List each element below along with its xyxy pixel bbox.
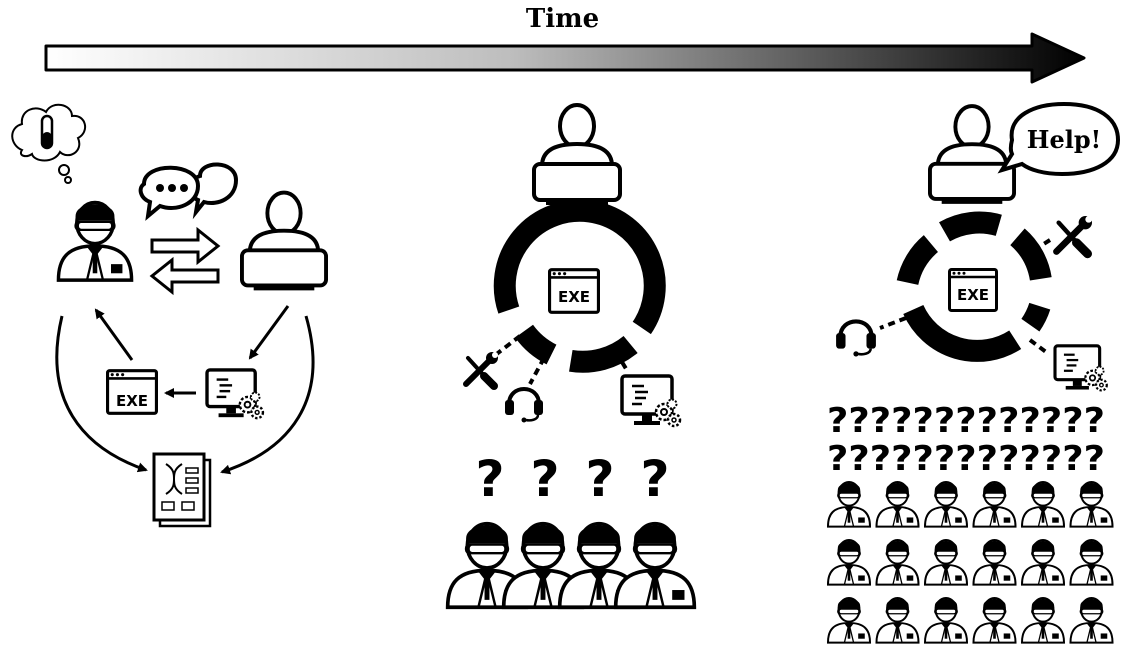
scientist-icon — [876, 482, 918, 527]
scientist-icon — [925, 482, 967, 527]
right-panel: Help! EXE ????????????? ????????????? — [827, 104, 1118, 643]
scientist-icon — [1070, 540, 1112, 585]
exe-label: EXE — [957, 286, 989, 304]
left-panel: EXE — [12, 105, 326, 526]
right-questions: ????????????? ????????????? — [827, 401, 1105, 479]
scientist-icon — [925, 598, 967, 643]
developer-laptop-icon — [930, 106, 1014, 204]
chat-bubbles-icon — [141, 164, 236, 216]
scientist-icon — [1070, 482, 1112, 527]
tools-icon — [1056, 216, 1092, 254]
scientist-icon — [616, 524, 695, 608]
question-mark: ? — [475, 450, 504, 508]
document-dna-icon — [154, 454, 210, 526]
scientist-icon — [1022, 598, 1064, 643]
time-arrow — [46, 34, 1084, 82]
scientist-icon — [1070, 598, 1112, 643]
scientist-icon — [876, 598, 918, 643]
thought-cloud-icon — [12, 105, 85, 183]
help-text: Help! — [1027, 125, 1101, 154]
question-row: ????????????? — [827, 401, 1105, 441]
scientist-icon — [828, 598, 870, 643]
scientist-icon — [828, 540, 870, 585]
question-mark: ? — [640, 450, 669, 508]
monitor-gear-icon — [622, 376, 680, 426]
exe-label: EXE — [116, 392, 148, 410]
developer-laptop-icon — [534, 105, 620, 205]
scientist-icon — [973, 540, 1015, 585]
scientist-crowd — [828, 482, 1113, 643]
middle-questions: ? ? ? ? — [475, 450, 669, 508]
scientist-icon — [1022, 540, 1064, 585]
monitor-gear-icon — [1055, 346, 1107, 391]
question-row: ????????????? — [827, 439, 1105, 479]
workflow-arrows — [57, 306, 313, 472]
question-mark: ? — [530, 450, 559, 508]
question-mark: ? — [585, 450, 614, 508]
scientist-icon — [1022, 482, 1064, 527]
developer-laptop-icon — [242, 193, 326, 291]
scientist-icon — [925, 540, 967, 585]
middle-panel: EXE ? ? ? ? — [448, 105, 695, 607]
scientist-group — [448, 524, 695, 608]
tools-icon — [466, 352, 498, 386]
exchange-arrows-icon — [152, 230, 218, 292]
scientist-icon — [973, 482, 1015, 527]
monitor-gear-icon — [207, 370, 263, 418]
scientist-icon — [973, 598, 1015, 643]
exe-label: EXE — [558, 288, 590, 306]
help-bubble: Help! — [1002, 104, 1118, 174]
scientist-icon — [876, 540, 918, 585]
headset-icon — [505, 389, 543, 423]
scientist-icon — [828, 482, 870, 527]
headset-icon — [836, 321, 876, 356]
scientist-icon — [58, 202, 131, 280]
